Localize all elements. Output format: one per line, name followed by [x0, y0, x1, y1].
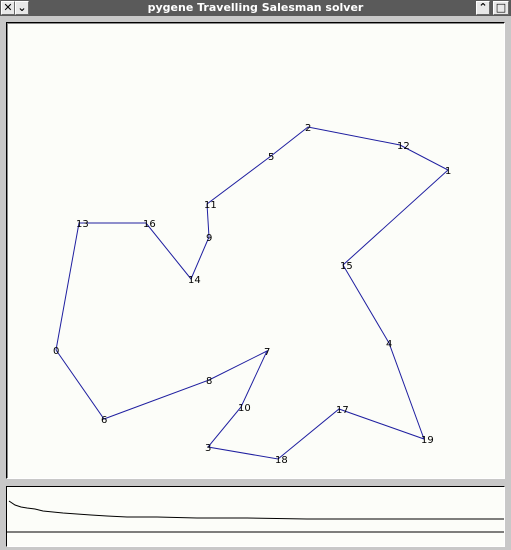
city-label-0: 0: [53, 346, 59, 357]
close-button[interactable]: ✕: [1, 1, 15, 15]
city-label-8: 8: [206, 376, 212, 387]
fitness-plot: [7, 500, 504, 533]
maximize-button[interactable]: □: [493, 1, 509, 15]
fitness-curve: [8, 500, 504, 520]
city-label-6: 6: [101, 415, 107, 426]
city-label-13: 13: [76, 219, 89, 230]
city-label-5: 5: [268, 152, 274, 163]
city-label-17: 17: [336, 405, 349, 416]
fitness-graph: [6, 486, 505, 547]
city-label-3: 3: [205, 443, 211, 454]
city-label-2: 2: [305, 123, 311, 134]
city-label-12: 12: [397, 141, 410, 152]
window-menu-button[interactable]: ⌄: [15, 1, 29, 15]
city-label-1: 1: [445, 166, 451, 177]
city-label-9: 9: [206, 233, 212, 244]
city-label-15: 15: [340, 261, 353, 272]
city-label-4: 4: [386, 339, 392, 350]
shade-button[interactable]: ⌃: [476, 1, 490, 15]
window-title: pygene Travelling Salesman solver: [147, 1, 364, 14]
city-label-19: 19: [421, 435, 434, 446]
city-label-10: 10: [238, 403, 251, 414]
city-label-7: 7: [264, 347, 270, 358]
city-label-18: 18: [275, 455, 288, 466]
title-bar[interactable]: ✕ ⌄ pygene Travelling Salesman solver ⌃ …: [0, 0, 511, 16]
city-label-11: 11: [204, 200, 217, 211]
city-label-16: 16: [143, 219, 156, 230]
city-label-14: 14: [188, 275, 201, 286]
route-path: [55, 126, 449, 460]
